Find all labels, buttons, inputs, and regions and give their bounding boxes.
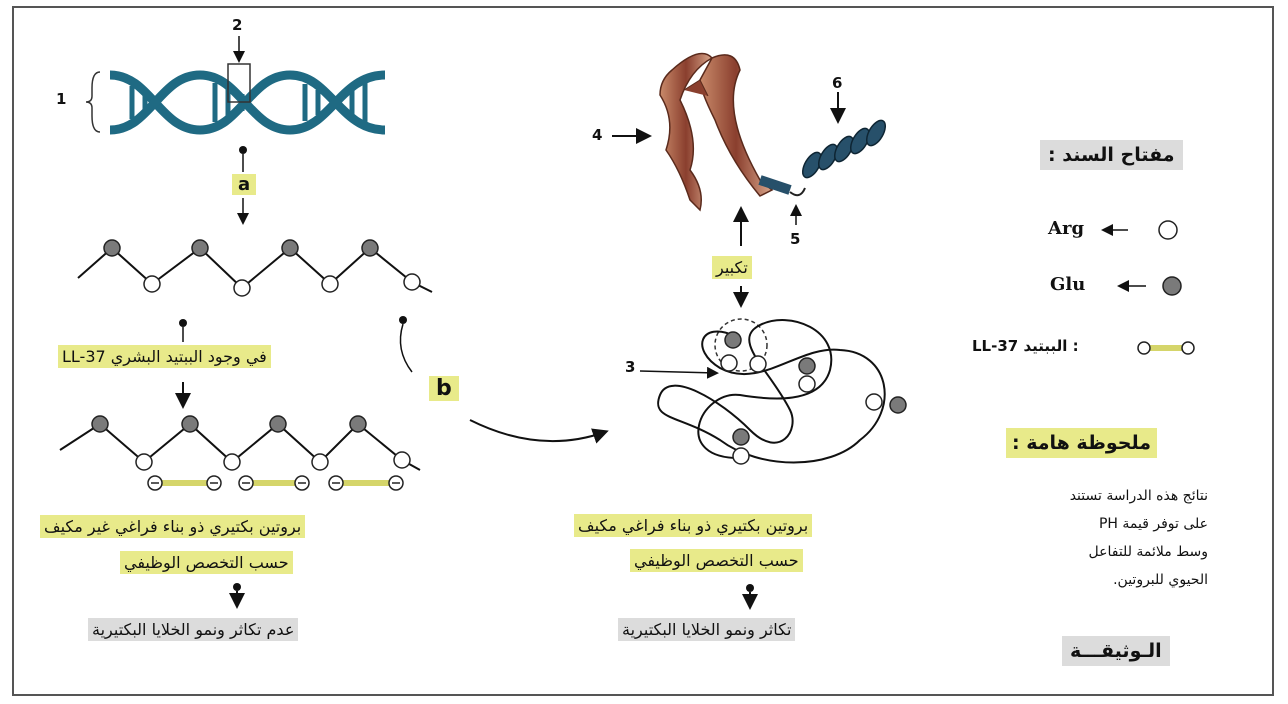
enlarge-label: تكبير — [712, 256, 752, 279]
label-1: 1 — [56, 90, 67, 108]
label-3: 3 — [625, 358, 636, 376]
note-line-2: على توفر قيمة PH — [1098, 516, 1208, 532]
note-line-3: وسط ملائمة للتفاعل — [1088, 544, 1208, 560]
presence-ll37-text: في وجود الببتيد البشري LL-37 — [58, 345, 271, 368]
document-frame — [12, 6, 1274, 696]
dna-helix-icon — [109, 63, 386, 135]
document-label: الـوثيقـــة — [1062, 636, 1170, 666]
peptide-key-label: : الببتيد LL-37 — [972, 337, 1079, 355]
label-6: 6 — [832, 74, 843, 92]
note-line-1: نتائج هذه الدراسة تستند — [1069, 488, 1208, 504]
left-protein-line2: حسب التخصص الوظيفي — [120, 551, 293, 574]
left-result: عدم تكاثر ونمو الخلايا البكتيرية — [88, 618, 299, 641]
glu-label: Glu — [1050, 274, 1086, 295]
label-2: 2 — [232, 16, 243, 34]
label-b: b — [429, 376, 459, 401]
note-title: ملحوظة هامة : — [1006, 428, 1157, 458]
peptide-chain-2 — [59, 415, 421, 471]
left-protein-line1: بروتين بكتيري ذو بناء فراغي غير مكيف — [40, 515, 306, 538]
center-protein-line1: بروتين بكتيري ذو بناء فراغي مكيف — [574, 514, 813, 537]
key-symbols — [1101, 220, 1195, 355]
folded-protein — [657, 318, 907, 465]
center-protein-line2: حسب التخصص الوظيفي — [630, 549, 803, 572]
center-result: تكاثر ونمو الخلايا البكتيرية — [618, 618, 796, 641]
key-title: مفتاح السند : — [1040, 140, 1183, 170]
label-a: a — [232, 174, 257, 195]
label-4: 4 — [592, 126, 603, 144]
label-5: 5 — [790, 230, 801, 248]
ll37-peptides — [147, 475, 404, 491]
arg-label: Arg — [1048, 218, 1085, 239]
peptide-chain-1 — [77, 239, 433, 297]
brace-1 — [85, 71, 101, 133]
note-body: نتائج هذه الدراسة تستند على توفر قيمة PH… — [968, 482, 1208, 594]
note-line-4: الحيوي للبروتين. — [1113, 572, 1208, 588]
protein-structure-icon — [659, 52, 887, 212]
